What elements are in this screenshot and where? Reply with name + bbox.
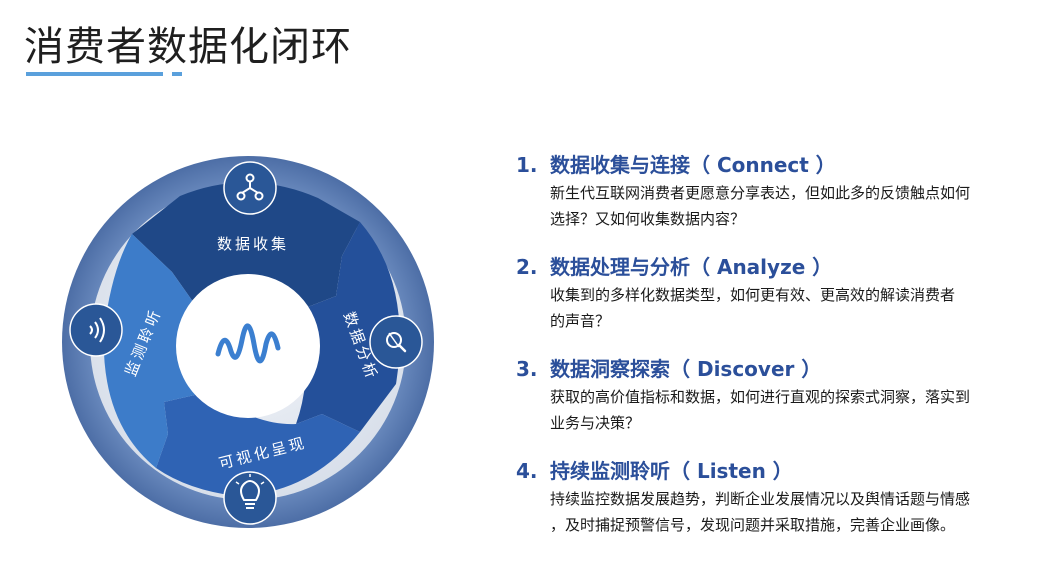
step-desc-line: 新生代互联网消费者更愿意分享表达，但如此多的反馈触点如何 <box>550 184 971 202</box>
cycle-diagram: 数据收集 数据分析 可视化呈现 监测聆听 <box>60 134 460 554</box>
step-listen: 4. 持续监测聆听（ Listen ） 持续监控数据发展趋势，判断企业发展情况以及… <box>516 456 1036 538</box>
step-desc-line: 收集到的多样化数据类型，如何更有效、更高效的解读消费者 <box>550 286 956 304</box>
step-title: 持续监测聆听（ Listen ） <box>550 459 793 483</box>
step-number: 2. <box>516 255 538 279</box>
title-underline-dash <box>172 72 182 76</box>
step-desc-line: 持续监控数据发展趋势，判断企业发展情况以及舆情话题与情感 <box>550 490 971 508</box>
step-description: 持续监控数据发展趋势，判断企业发展情况以及舆情话题与情感 ，及时捕捉预警信号，发… <box>550 486 1036 538</box>
step-description: 收集到的多样化数据类型，如何更有效、更高效的解读消费者 的声音？ <box>550 282 1036 334</box>
step-list: 1. 数据收集与连接（ Connect ） 新生代互联网消费者更愿意分享表达，但如… <box>516 150 1036 558</box>
step-analyze: 2. 数据处理与分析（ Analyze ） 收集到的多样化数据类型，如何更有效、更… <box>516 252 1036 334</box>
step-heading: 3. 数据洞察探索（ Discover ） <box>516 354 1036 384</box>
wave-logo-icon <box>215 323 281 364</box>
segment-collect[interactable] <box>132 182 360 310</box>
title-underline-dash <box>145 72 163 76</box>
lightbulb-icon <box>223 471 277 525</box>
segment-visualize[interactable] <box>156 392 360 496</box>
step-title: 数据洞察探索（ Discover ） <box>550 357 822 381</box>
step-heading: 1. 数据收集与连接（ Connect ） <box>516 150 1036 180</box>
segment-analyze[interactable] <box>296 222 400 432</box>
magnifier-icon <box>369 315 423 369</box>
step-title: 数据收集与连接（ Connect ） <box>550 153 836 177</box>
step-number: 4. <box>516 459 538 483</box>
step-desc-line: 业务与决策？ <box>550 414 641 432</box>
step-description: 获取的高价值指标和数据，如何进行直观的探索式洞察，落实到 业务与决策？ <box>550 384 1036 436</box>
step-connect: 1. 数据收集与连接（ Connect ） 新生代互联网消费者更愿意分享表达，但如… <box>516 150 1036 232</box>
title-underline <box>26 72 150 76</box>
step-title: 数据处理与分析（ Analyze ） <box>550 255 833 279</box>
center-circle <box>176 274 320 418</box>
step-desc-line: 获取的高价值指标和数据，如何进行直观的探索式洞察，落实到 <box>550 388 971 406</box>
share-nodes-icon <box>223 161 277 215</box>
segment-label-collect: 数据收集 <box>217 235 289 253</box>
page-title: 消费者数据化闭环 <box>24 24 352 70</box>
step-number: 3. <box>516 357 538 381</box>
sound-wave-icon <box>69 303 123 357</box>
step-number: 1. <box>516 153 538 177</box>
step-desc-line: 选择？又如何收集数据内容？ <box>550 210 746 228</box>
step-desc-line: ，及时捕捉预警信号，发现问题并采取措施，完善企业画像。 <box>550 516 956 534</box>
step-description: 新生代互联网消费者更愿意分享表达，但如此多的反馈触点如何 选择？又如何收集数据内… <box>550 180 1036 232</box>
step-heading: 4. 持续监测聆听（ Listen ） <box>516 456 1036 486</box>
step-heading: 2. 数据处理与分析（ Analyze ） <box>516 252 1036 282</box>
segment-listen[interactable] <box>103 234 208 468</box>
step-discover: 3. 数据洞察探索（ Discover ） 获取的高价值指标和数据，如何进行直观的… <box>516 354 1036 436</box>
step-desc-line: 的声音？ <box>550 312 611 330</box>
